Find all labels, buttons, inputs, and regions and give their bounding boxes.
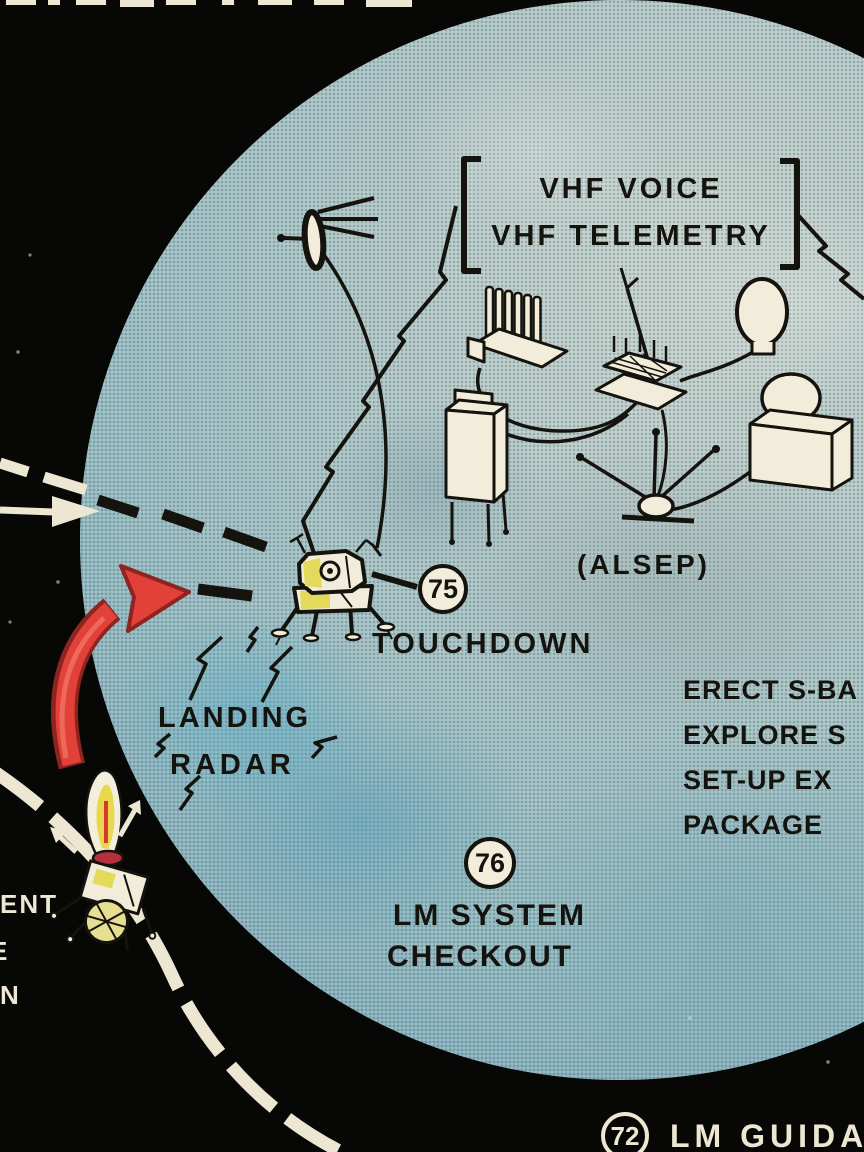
- lm-system-label: LM SYSTEM: [393, 899, 587, 932]
- vhf-voice-label: VHF VOICE: [539, 173, 723, 205]
- alsep-antenna-gimbal-icon: [576, 428, 720, 524]
- clipped-top-text: [6, 0, 412, 7]
- thrust-arrow-right: [117, 806, 139, 838]
- alsep-central-station-icon: [594, 267, 688, 411]
- lm-touchdown-icon: [270, 532, 396, 646]
- alsep-caption: (ALSEP): [577, 549, 710, 580]
- step-75-number: 75: [427, 573, 459, 604]
- descent-orbit-arc: [0, 767, 357, 1152]
- vhf-bracket-left: [461, 156, 481, 274]
- left-edge-fragment-1: ENT: [0, 889, 58, 919]
- trajectory-dashes-black: [96, 494, 268, 602]
- step-72-number: 72: [610, 1120, 640, 1151]
- step-76-number: 76: [474, 847, 506, 878]
- vhf-telemetry-label: VHF TELEMETRY: [491, 220, 771, 252]
- checkout-label: CHECKOUT: [387, 940, 573, 973]
- descent-trajectory-line: [320, 250, 388, 549]
- task-erect-sband: ERECT S-BA: [683, 675, 859, 705]
- lm-descent-icon: [50, 769, 157, 951]
- task-setup-experiment: SET-UP EX: [683, 765, 833, 795]
- alsep-tall-box-icon: [444, 388, 509, 547]
- white-trajectory-arrow: [52, 496, 100, 527]
- landing-radar-bolts: [153, 625, 338, 812]
- red-curved-arrow: [50, 564, 191, 770]
- task-explore-surface: EXPLORE S: [683, 720, 847, 750]
- radar-label: RADAR: [170, 749, 295, 781]
- alsep-dome-experiment-icon: [735, 277, 789, 356]
- surface-tasks-block: ERECT S-BA EXPLORE S SET-UP EX PACKAGE: [683, 668, 858, 848]
- stars: [8, 253, 830, 1064]
- task-package: PACKAGE: [683, 810, 824, 840]
- white-trajectory-dashes: [0, 457, 88, 516]
- step-75-leader-line: [371, 571, 418, 590]
- step-75-badge: 75: [418, 564, 468, 614]
- vhf-bracket-right: [780, 158, 800, 270]
- thrust-arrow-left: [56, 833, 78, 854]
- vhf-comm-zigzag-right: [795, 212, 864, 301]
- s-band-dish-icon: [277, 196, 378, 271]
- alsep-rtg-box-icon: [748, 372, 854, 492]
- vhf-comm-zigzag-left: [301, 205, 458, 557]
- alsep-radiator-icon: [466, 285, 569, 369]
- touchdown-label: TOUCHDOWN: [372, 628, 594, 660]
- step-72-badge: 72: [601, 1112, 649, 1152]
- left-edge-fragment-3: N: [0, 980, 21, 1010]
- alsep-cables: [476, 350, 754, 512]
- landing-label: LANDING: [158, 702, 312, 734]
- step-76-badge: 76: [464, 837, 516, 889]
- left-edge-fragment-2: E: [0, 936, 9, 967]
- lm-guidance-label: LM GUIDA: [670, 1118, 864, 1152]
- vhf-label: VHF VOICE VHF TELEMETRY: [470, 166, 792, 260]
